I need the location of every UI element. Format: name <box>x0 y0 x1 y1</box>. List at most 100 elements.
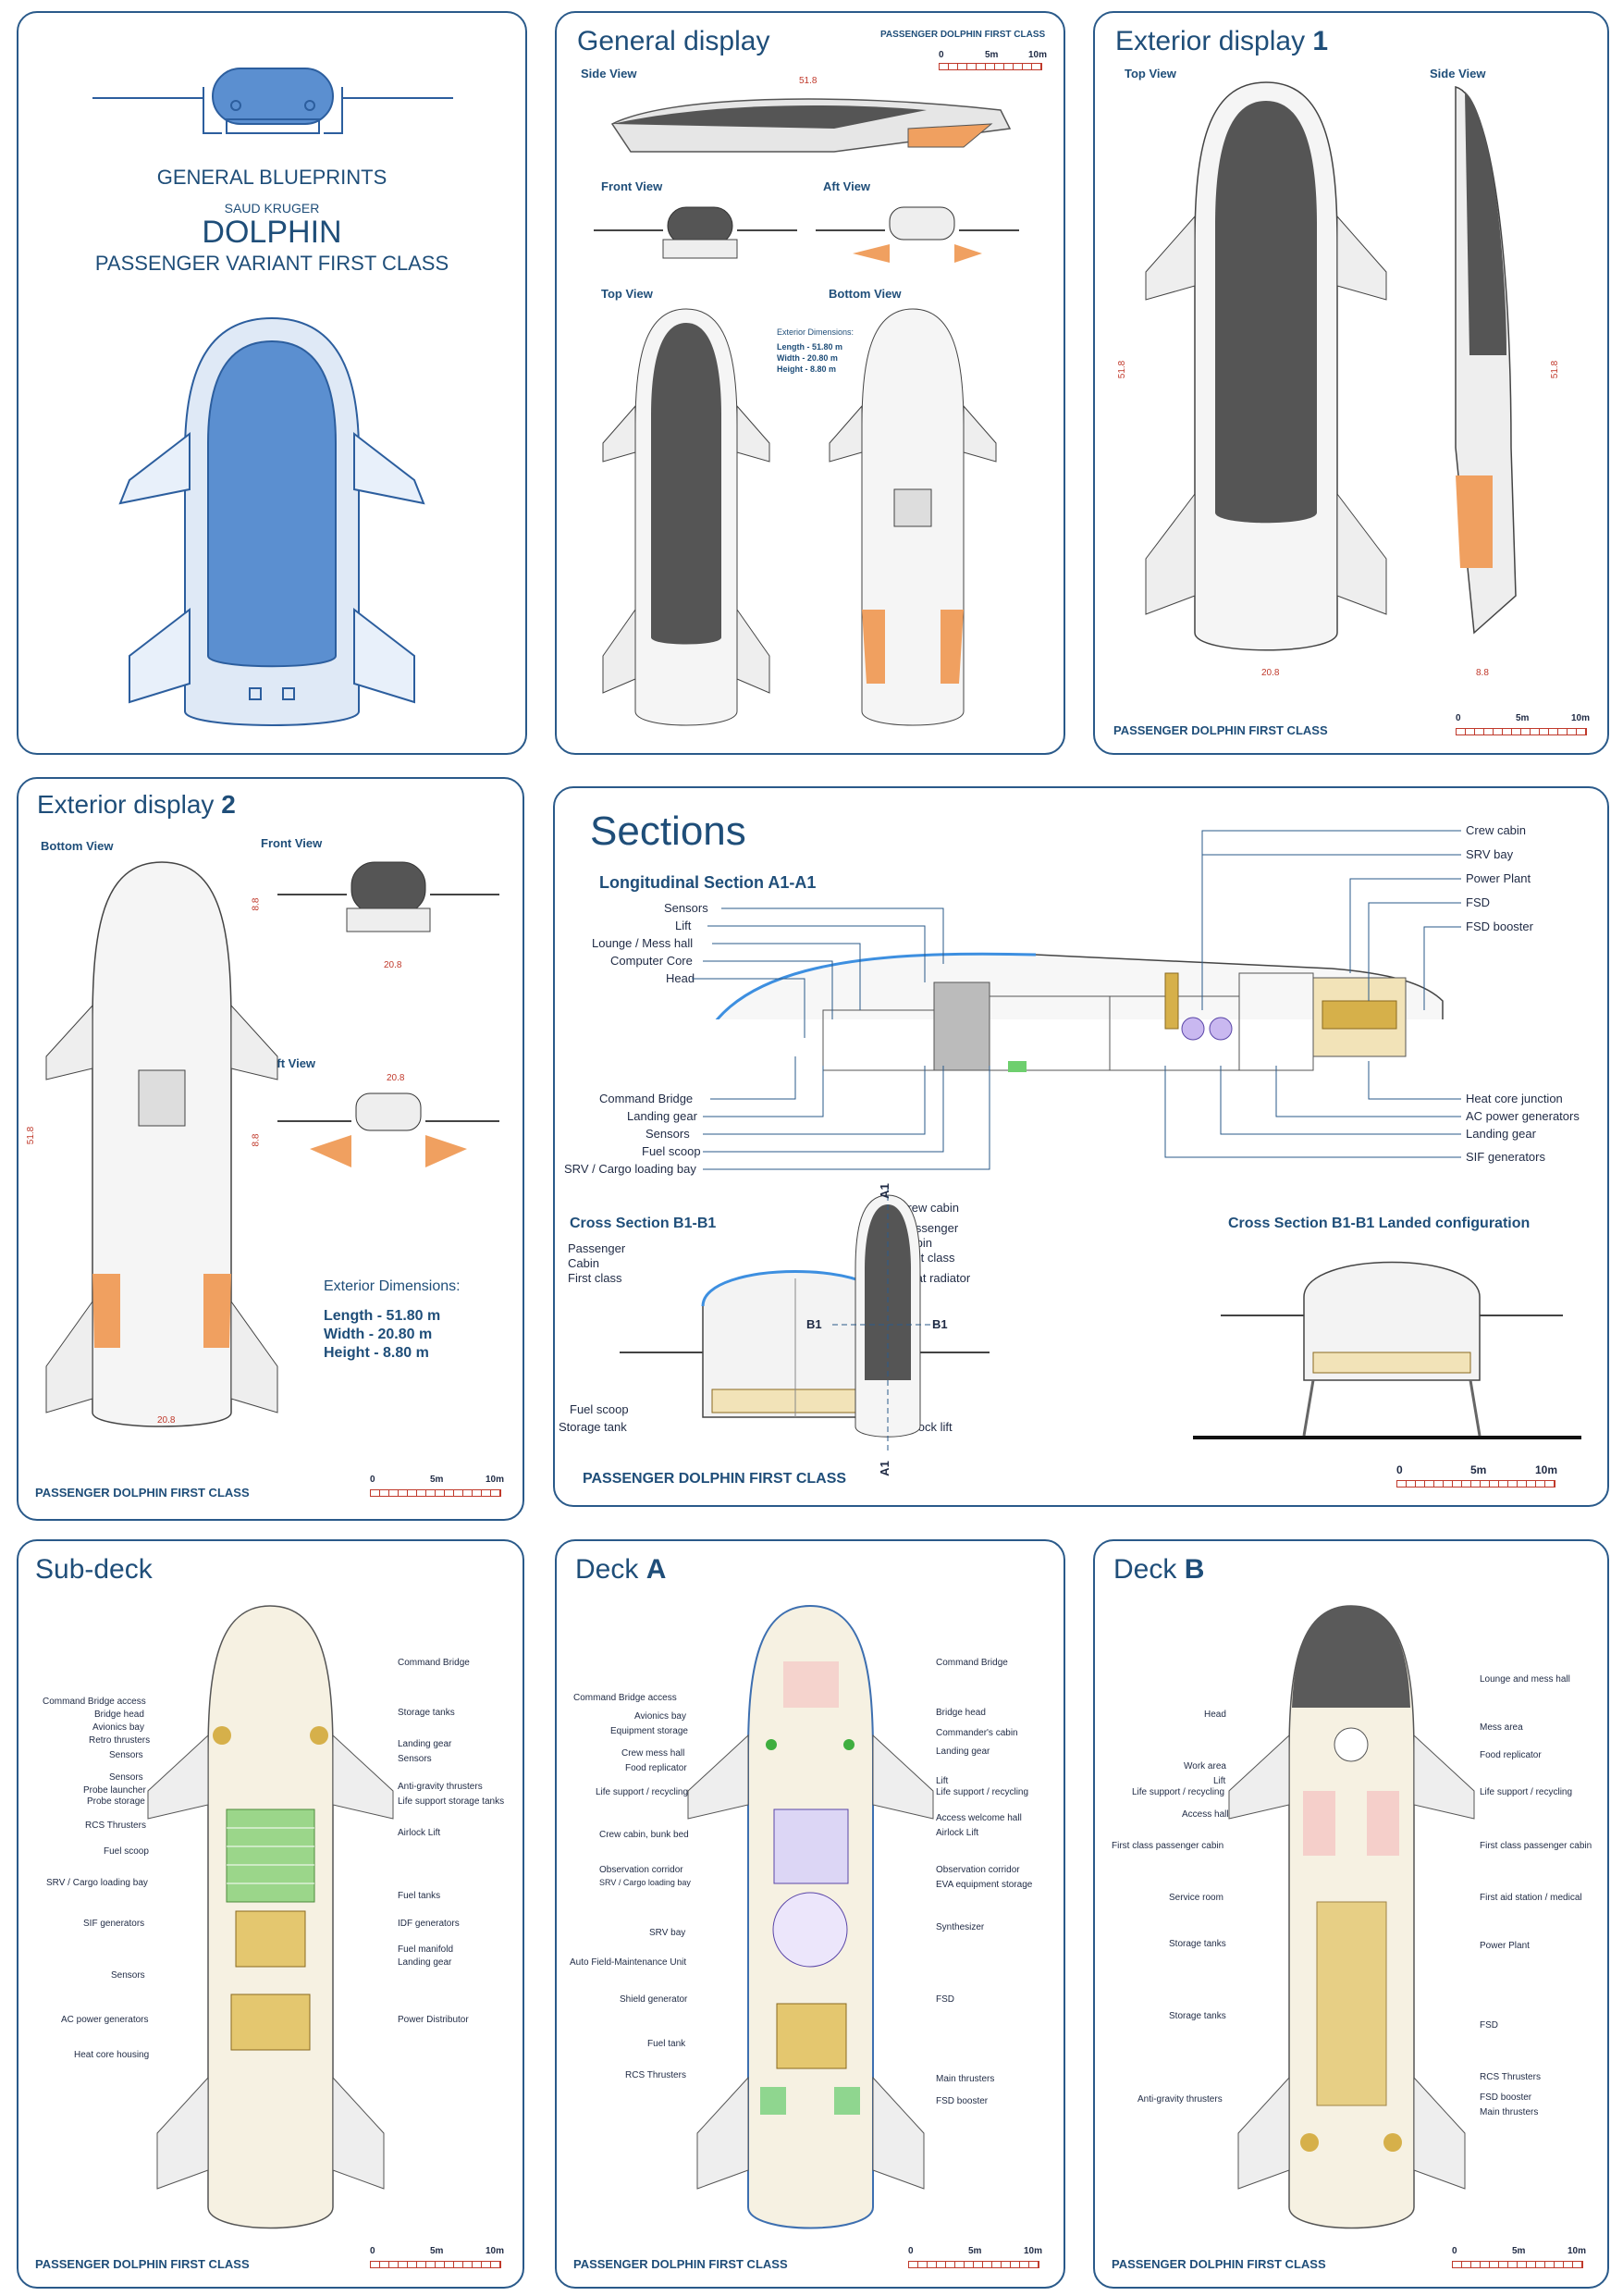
long-bottom-right-2: Landing gear <box>1466 1127 1536 1141</box>
general-corner-label: PASSENGER DOLPHIN FIRST CLASS <box>880 30 1046 40</box>
decka-title-text: Deck <box>575 1554 646 1585</box>
marker-a1-top: A1 <box>877 1183 891 1199</box>
marker-b1-left: B1 <box>806 1317 822 1331</box>
deckb-right-6: Power Plant <box>1480 1941 1530 1951</box>
ext2-aft-width-dim: 20.8 <box>387 1073 405 1083</box>
deckb-plan <box>1228 1605 1475 2229</box>
general-bottom-view-label: Bottom View <box>829 287 902 301</box>
cross-top-label: Crew cabin <box>899 1201 960 1215</box>
decka-left-12: Fuel tank <box>647 2039 686 2049</box>
long-left-label-0: Sensors <box>664 901 708 915</box>
decka-right-11: FSD <box>936 1994 954 2005</box>
cover-top-view <box>118 316 425 726</box>
cross-left-2: First class <box>568 1271 622 1285</box>
ext1-footer: PASSENGER DOLPHIN FIRST CLASS <box>1113 723 1328 737</box>
general-aft-view <box>816 206 1019 263</box>
long-right-label-2: Power Plant <box>1466 871 1531 885</box>
subdeck-title: Sub-deck <box>35 1554 153 1585</box>
sections-scale-bar: 0 5m 10m <box>1369 1463 1572 1491</box>
decka-left-4: Food replicator <box>625 1763 687 1773</box>
deckb-left-7: Storage tanks <box>1169 1939 1226 1949</box>
subdeck-right-1: Storage tanks <box>398 1708 455 1718</box>
subdeck-right-7: Fuel tanks <box>398 1891 441 1901</box>
landed-section-title: Cross Section B1-B1 Landed configuration <box>1228 1216 1531 1231</box>
decka-footer: PASSENGER DOLPHIN FIRST CLASS <box>573 2257 788 2271</box>
subdeck-left-6: Probe launcher <box>83 1785 146 1796</box>
decka-left-7: Observation corridor <box>599 1865 683 1875</box>
subdeck-left-4: Sensors <box>109 1750 143 1760</box>
cross-left-0: Passenger <box>568 1241 626 1255</box>
cover-variant: PASSENGER VARIANT FIRST CLASS <box>94 252 449 275</box>
deckb-left-5: First class passenger cabin <box>1112 1841 1224 1851</box>
subdeck-left-13: AC power generators <box>61 2015 149 2025</box>
ext2-ext-height: Height - 8.80 m <box>324 1345 429 1361</box>
decka-left-9: SRV bay <box>649 1928 686 1938</box>
cover-maker: SAUD KRUGER <box>224 201 320 216</box>
decka-right-0: Command Bridge <box>936 1658 1008 1668</box>
landed-section-drawing <box>1193 1261 1581 1439</box>
decka-right-4: Lift <box>936 1776 949 1786</box>
deckb-left-3: Life support / recycling <box>1132 1787 1225 1797</box>
ext1-scale-bar: 0 5m 10m <box>1428 713 1594 737</box>
decka-right-7: Airlock Lift <box>936 1828 979 1838</box>
ext2-footer: PASSENGER DOLPHIN FIRST CLASS <box>35 1486 250 1500</box>
long-left-label-3: Computer Core <box>610 954 693 968</box>
subdeck-left-0: Command Bridge access <box>43 1697 146 1707</box>
longitudinal-section <box>715 952 1444 1019</box>
ext2-ext-length: Length - 51.80 m <box>324 1308 441 1324</box>
general-scale-bar: 0 5m 10m <box>931 50 1051 74</box>
subdeck-left-3: Retro thrusters <box>89 1735 151 1746</box>
ext1-top-view <box>1145 81 1387 651</box>
longitudinal-interior <box>822 972 1407 1072</box>
general-ext-width: Width - 20.80 m <box>777 353 838 363</box>
cover-panel: GENERAL BLUEPRINTS SAUD KRUGER DOLPHIN P… <box>17 11 527 755</box>
cross-left-1: Cabin <box>568 1256 599 1270</box>
general-ext-length: Length - 51.80 m <box>777 342 843 352</box>
decka-right-9: EVA equipment storage <box>936 1880 1033 1890</box>
general-ext-title: Exterior Dimensions: <box>777 327 855 337</box>
decka-right-8: Observation corridor <box>936 1865 1020 1875</box>
decka-left-8: SRV / Cargo loading bay <box>599 1878 691 1887</box>
ext2-length-dim: 51.8 <box>26 1126 37 1145</box>
decka-left-6: Crew cabin, bunk bed <box>599 1830 689 1840</box>
subdeck-left-10: SRV / Cargo loading bay <box>46 1878 148 1888</box>
long-right-label-3: FSD <box>1466 895 1490 909</box>
deckb-right-4: First class passenger cabin <box>1480 1841 1592 1851</box>
subdeck-right-10: Landing gear <box>398 1957 452 1968</box>
decka-scale-bar: 0 5m 10m <box>880 2246 1047 2270</box>
long-left-label-2: Lounge / Mess hall <box>592 936 694 950</box>
general-top-view-label: Top View <box>601 287 653 301</box>
long-bottom-left-2: Sensors <box>646 1127 690 1141</box>
long-left-label-1: Lift <box>675 919 692 932</box>
ext2-front-view-label: Front View <box>261 836 323 850</box>
deckb-left-4: Access hall <box>1182 1809 1229 1820</box>
exterior-display-2-panel: Exterior display 2 Bottom View Front Vie… <box>17 777 524 1521</box>
subdeck-left-5: Sensors <box>109 1772 143 1783</box>
deckb-title: Deck B <box>1113 1554 1204 1586</box>
ext2-front-width-dim: 20.8 <box>384 960 402 970</box>
general-side-view <box>610 98 1012 153</box>
decka-left-13: RCS Thrusters <box>625 2070 686 2080</box>
ext2-title-text: Exterior display <box>37 790 222 819</box>
decka-right-6: Access welcome hall <box>936 1813 1022 1823</box>
sections-key-plan <box>832 1186 943 1454</box>
ext2-aft-height-dim: 8.8 <box>251 1133 262 1147</box>
ext2-title-num: 2 <box>221 790 236 819</box>
long-section-title: Longitudinal Section A1-A1 <box>599 873 817 892</box>
subdeck-right-2: Landing gear <box>398 1739 452 1749</box>
decka-left-0: Command Bridge access <box>573 1693 677 1703</box>
exterior-display-1-panel: Exterior display 1 Top View Side View 51… <box>1093 11 1609 755</box>
cover-heading: GENERAL BLUEPRINTS <box>156 166 387 189</box>
marker-b1-right: B1 <box>932 1317 948 1331</box>
long-right-label-4: FSD booster <box>1466 920 1533 933</box>
ext1-top-view-label: Top View <box>1125 67 1176 80</box>
decka-right-10: Synthesizer <box>936 1922 985 1932</box>
sections-footer: PASSENGER DOLPHIN FIRST CLASS <box>583 1471 847 1487</box>
deckb-left-1: Work area <box>1184 1761 1226 1771</box>
ext2-scale-bar: 0 5m 10m <box>342 1475 509 1499</box>
subdeck-left-14: Heat core housing <box>74 2050 150 2060</box>
subdeck-left-9: Fuel scoop <box>104 1846 149 1857</box>
ext2-width-dim: 20.8 <box>157 1415 176 1426</box>
deckb-right-7: FSD <box>1480 2020 1498 2031</box>
decka-title: Deck A <box>575 1554 666 1586</box>
